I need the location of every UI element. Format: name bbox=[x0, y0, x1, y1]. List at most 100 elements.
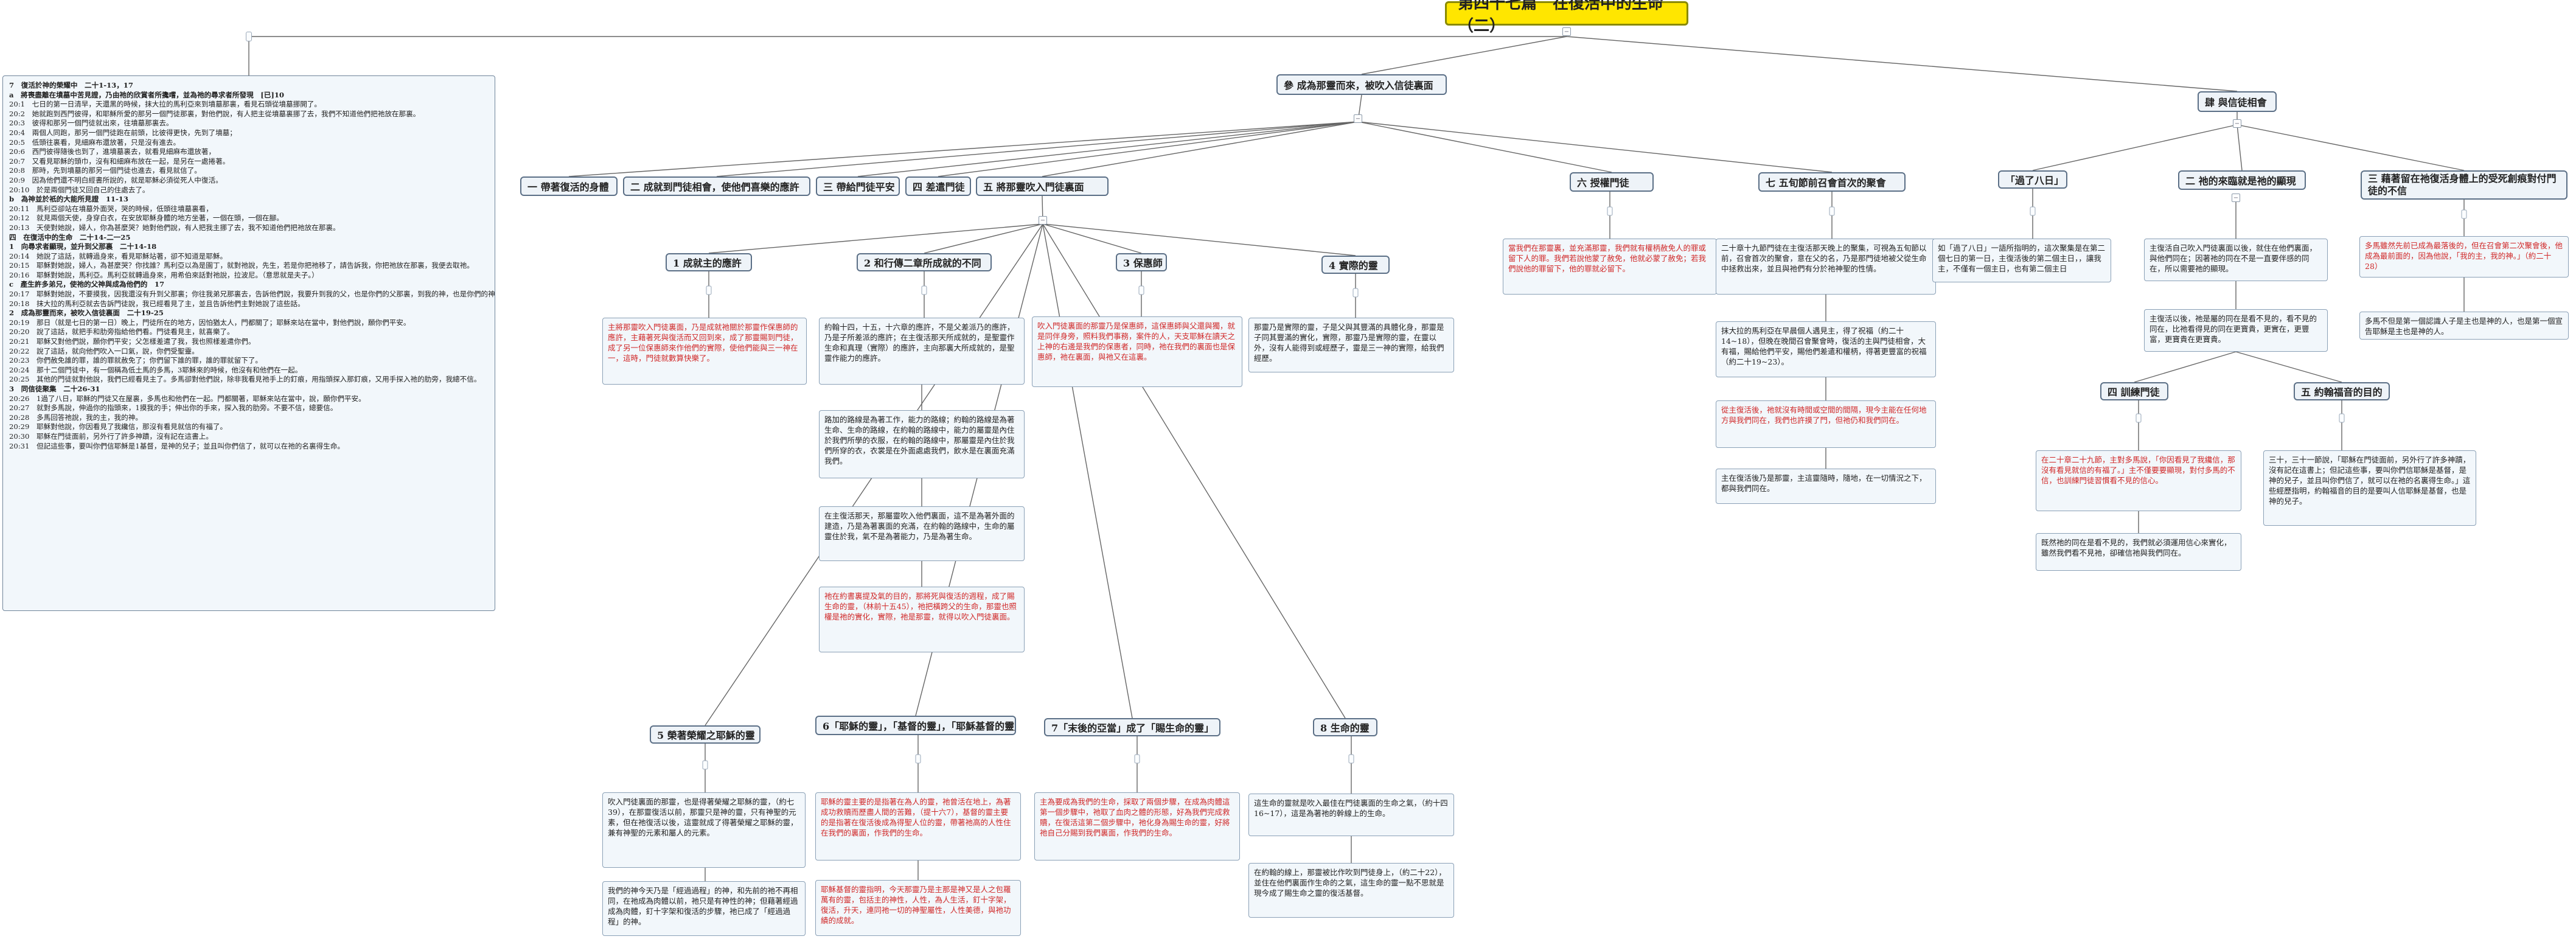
topic-last-adam-label: 7「末後的亞當」成了「賜生命的靈」 bbox=[1051, 722, 1214, 734]
scripture-verse: 20:5 低頭往裏看，見細麻布還放著，只是沒有進去。 bbox=[9, 138, 181, 147]
note-comforter: 吹入門徒裏面的那靈乃是保惠師，這保惠師與父還與獨，就是同伴身旁，照料我們事務，案… bbox=[1032, 316, 1242, 387]
topic-spirit-of-life[interactable]: 8 生命的靈 bbox=[1313, 718, 1377, 736]
note-glorified-jesus-2: 我們的神今天乃是「經過過程」的神，和先前的祂不再相同，在祂成為肉體以前，祂只是有… bbox=[602, 881, 806, 936]
topic-different-acts[interactable]: 2 和行傳二章所成就的不同 bbox=[857, 253, 992, 271]
connector-line bbox=[1042, 223, 1356, 256]
topic-last-adam[interactable]: 7「末後的亞當」成了「賜生命的靈」 bbox=[1044, 718, 1220, 736]
topic-breathe-spirit[interactable]: 五 將那靈吹入門徒裏面 bbox=[976, 176, 1109, 196]
topic-deal-unbelief-label: 三 藉著留在祂復活身體上的受死創痕對付門徒的不信 bbox=[2368, 173, 2557, 197]
note-appearing: 主復活自己吹入門徒裏面以後，就住在他們裏面，與他們同在；因著祂的同在不是一直要伴… bbox=[2144, 239, 2328, 281]
note-train-disciples: 在二十章二十九節，主對多馬說，「你因看見了我纔信，那沒有看見就信的有福了。」主不… bbox=[2036, 450, 2241, 511]
scripture-verse: 20:7 又看見耶穌的頭巾，沒有和細麻布放在一起，是另在一處捲著。 bbox=[9, 156, 230, 166]
topic-fulfill-promise-label: 1 成就主的應許 bbox=[673, 257, 742, 269]
note-spirit-of-life: 這生命的靈就是吹入最佳在門徒裏面的生命之氣，（約十四16~17），這是為著祂的幹… bbox=[1248, 794, 1454, 836]
topic-glorified-jesus[interactable]: 5 榮著榮耀之耶穌的靈 bbox=[650, 725, 761, 744]
scripture-verse: 20:1 七日的第一日清早，天還黑的時候，抹大拉的馬利亞來到墳墓那裏，看見石頭從… bbox=[9, 100, 321, 109]
scripture-verse: 20:17 耶穌對她說，不要摸我，因我還沒有升到父那裏；你往我弟兄那裏去，告訴他… bbox=[9, 290, 495, 299]
note-different-acts-4: 祂在約書裏提及氣的目的，那將死與復活的週程，成了賜生命的靈，（林前十五45），祂… bbox=[819, 587, 1025, 652]
topic-after-eight-days[interactable]: 「過了八日」 bbox=[1998, 170, 2067, 189]
topic-send-disciples[interactable]: 四 差遣門徒 bbox=[905, 176, 971, 196]
topic-authorize[interactable]: 六 授權門徒 bbox=[1570, 172, 1654, 192]
collapse-marker[interactable] bbox=[2339, 413, 2345, 423]
note-first-meeting: 二十章十九節門徒在主復活那天晚上的聚集，可視為五旬節以前，召會首次的聚會，意在父… bbox=[1716, 239, 1936, 295]
topic-appearing-collapse-icon[interactable]: − bbox=[2232, 194, 2240, 202]
note-spirit-of-life-2: 在約翰的線上，那靈被比作吹到門徒身上，（約二十22），並住在他們裏面作生命的之氣… bbox=[1248, 863, 1454, 918]
scripture-verse: 20:14 她說了這話，就轉過身來，看見耶穌站著，卻不知道是耶穌。 bbox=[9, 251, 228, 260]
collapse-marker[interactable] bbox=[1829, 206, 1835, 216]
collapse-marker[interactable] bbox=[1607, 206, 1613, 216]
note-spirit-names-2: 耶穌基督的靈指明，今天那靈乃是主那是神又是人之包羅萬有的靈，包括主的神性，人性，… bbox=[815, 880, 1021, 936]
collapse-marker[interactable] bbox=[915, 754, 921, 764]
note-glorified-jesus: 吹入門徒裏面的那靈，也是得著榮耀之耶穌的靈，（約七39），在那靈復活以前，那靈只… bbox=[602, 792, 806, 868]
topic-train-disciples[interactable]: 四 訓練門徒 bbox=[2100, 382, 2168, 400]
scripture-verse: 20:9 因為他們還不明白經書所說的，就是耶穌必須從死人中復活。 bbox=[9, 175, 223, 184]
topic-meeting-promise[interactable]: 二 成就到門徒相會，使他們喜樂的應許 bbox=[623, 176, 810, 196]
topic-comforter[interactable]: 3 保惠師 bbox=[1116, 253, 1167, 271]
topic-fulfill-promise[interactable]: 1 成就主的應許 bbox=[666, 253, 752, 271]
branch-spirit-breathed[interactable]: 參 成為那靈而來，被吹入信徒裏面 bbox=[1276, 74, 1447, 95]
connector-line bbox=[924, 223, 1043, 254]
collapse-marker[interactable] bbox=[702, 760, 708, 770]
topic-first-meeting[interactable]: 七 五旬節前召會首次的聚會 bbox=[1758, 172, 1906, 192]
root-collapse-icon[interactable]: − bbox=[1562, 27, 1571, 36]
collapse-marker[interactable] bbox=[2136, 413, 2142, 423]
scripture-verse: 20:6 西門彼得隨後也到了，進墳墓裏去，就看見細麻布還放著， bbox=[9, 147, 216, 156]
scripture-verse: 20:24 那十二個門徒中，有一個稱為低土馬的多馬，3耶穌來的時候，他沒有和他們… bbox=[9, 365, 302, 374]
note-after-eight-days: 如「過了八日」一語所指明的，這次聚集是在第二個七日的第一日，主復活後的第二個主日… bbox=[1932, 239, 2111, 282]
connector-line bbox=[1042, 223, 1133, 719]
scripture-verse: 20:12 就見兩個天使，身穿白衣，在安放耶穌身體的地方坐著，一個在頭，一個在腳… bbox=[9, 214, 284, 223]
collapse-marker[interactable] bbox=[1348, 754, 1354, 764]
root-topic[interactable]: 第四十七篇 在復活中的生命（二） bbox=[1445, 0, 1688, 35]
scripture-verse: 20:21 耶穌又對他們說，願你們平安；父怎樣差遣了我，我也照樣差遣你們。 bbox=[9, 337, 256, 346]
note-deal-unbelief: 多馬雖然先前已成為最落後的，但在召會第二次聚會後，他成為最前面的，因為他說，「我… bbox=[2359, 236, 2569, 278]
scripture-verse: 20:8 那時，先到墳墓的那另一個門徒也進去，看見就信了。 bbox=[9, 166, 201, 175]
collapse-marker[interactable] bbox=[706, 285, 712, 295]
topic-reality-spirit[interactable]: 4 實際的靈 bbox=[1321, 256, 1390, 274]
branch-meeting[interactable]: 肆 與信徒相會 bbox=[2198, 91, 2277, 112]
topic-reality-spirit-label: 4 實際的靈 bbox=[1329, 260, 1378, 271]
collapse-marker[interactable] bbox=[1134, 754, 1140, 764]
topic-deal-unbelief[interactable]: 三 藉著留在祂復活身體上的受死創痕對付門徒的不信 bbox=[2361, 170, 2567, 200]
branch-spirit-breathed-collapse-icon[interactable]: − bbox=[1354, 114, 1362, 123]
note-first-meeting-2: 抹大拉的馬利亞在早晨個人遇見主，得了祝福（約二十14~18），但晚在晚間召會聚會… bbox=[1716, 321, 1936, 377]
note-different-acts-3: 在主復活那天，那屬靈吹入他們裏面，這不是為著外面的建造，乃是為著裏面的充滿，在約… bbox=[819, 506, 1025, 561]
topic-bring-peace[interactable]: 三 帶給門徒平安 bbox=[816, 176, 900, 196]
connector-line bbox=[2237, 124, 2243, 171]
topic-resurrected-body[interactable]: 一 帶著復活的身體 bbox=[520, 176, 618, 196]
topic-bring-peace-label: 三 帶給門徒平安 bbox=[823, 181, 895, 193]
scripture-verse: 20:30 耶穌在門徒面前，另外行了許多神蹟，沒有記在這書上。 bbox=[9, 431, 213, 441]
left-note-handle-icon[interactable] bbox=[246, 32, 252, 41]
topic-john-purpose[interactable]: 五 約翰福音的目的 bbox=[2294, 382, 2390, 400]
collapse-marker[interactable] bbox=[2030, 206, 2036, 216]
connector-line bbox=[2235, 351, 2342, 383]
topic-appearing[interactable]: 二 祂的來臨就是祂的顯現 bbox=[2178, 170, 2306, 190]
topic-after-eight-days-label: 「過了八日」 bbox=[2005, 175, 2064, 186]
scripture-verse: 20:23 你們赦免誰的罪，誰的罪就赦免了；你們留下誰的罪，誰的罪就留下了。 bbox=[9, 356, 263, 365]
note-train-disciples-2: 既然祂的同在是看不見的，我們就必須運用信心來實化，雖然我們看不見祂，卻確信祂與我… bbox=[2036, 533, 2241, 571]
topic-glorified-jesus-label: 5 榮著榮耀之耶穌的靈 bbox=[657, 730, 755, 741]
topic-breathe-spirit-collapse-icon[interactable]: − bbox=[1039, 216, 1047, 225]
scripture-verse: 20:28 多馬回答祂說，我的主，我的神。 bbox=[9, 413, 142, 422]
collapse-marker[interactable] bbox=[1352, 288, 1359, 298]
topic-spirit-names[interactable]: 6「耶穌的靈」，「基督的靈」，「耶穌基督的靈」 bbox=[815, 716, 1016, 735]
scripture-verse: 20:10 於是兩個門徒又回自己的住處去了。 bbox=[9, 185, 150, 194]
collapse-marker[interactable] bbox=[2461, 209, 2467, 219]
topic-appearing-label: 二 祂的來臨就是祂的顯現 bbox=[2185, 175, 2296, 187]
topic-authorize-label: 六 授權門徒 bbox=[1577, 177, 1629, 189]
note-spirit-names: 耶穌的靈主要的是指著在為人的靈，祂曾活在地上，為著成功救贖而歷盡人間的苦難，（提… bbox=[815, 792, 1021, 860]
connector-line bbox=[716, 121, 1359, 177]
topic-spirit-of-life-label: 8 生命的靈 bbox=[1320, 722, 1370, 734]
note-appearing-2: 主復活以後，祂是屬的同在是看不見的，看不見的同在，比祂看得見的同在更寶貴，更實在… bbox=[2144, 309, 2328, 352]
collapse-marker[interactable] bbox=[1138, 285, 1144, 295]
connector-line bbox=[1042, 223, 1346, 719]
scripture-heading: 1 向尋求者顯現，並升到父那裏 二十14-18 bbox=[9, 242, 157, 251]
connector-line bbox=[1566, 36, 2238, 92]
topic-resurrected-body-label: 一 帶著復活的身體 bbox=[527, 181, 609, 193]
collapse-marker[interactable] bbox=[921, 285, 927, 295]
scripture-verse: 20:29 耶穌對他說，你因看見了我纔信，那沒有看見就信的有福了。 bbox=[9, 422, 228, 431]
scripture-heading: a 將喪盡離在墳墓中苦見證，乃由祂的欣賞者所攙嚐，並為祂的尋求者所發現 [已]1… bbox=[9, 90, 284, 99]
topic-first-meeting-label: 七 五旬節前召會首次的聚會 bbox=[1766, 177, 1886, 189]
branch-meeting-collapse-icon[interactable]: − bbox=[2233, 119, 2241, 128]
topic-meeting-promise-label: 二 成就到門徒相會，使他們喜樂的應許 bbox=[630, 181, 799, 193]
